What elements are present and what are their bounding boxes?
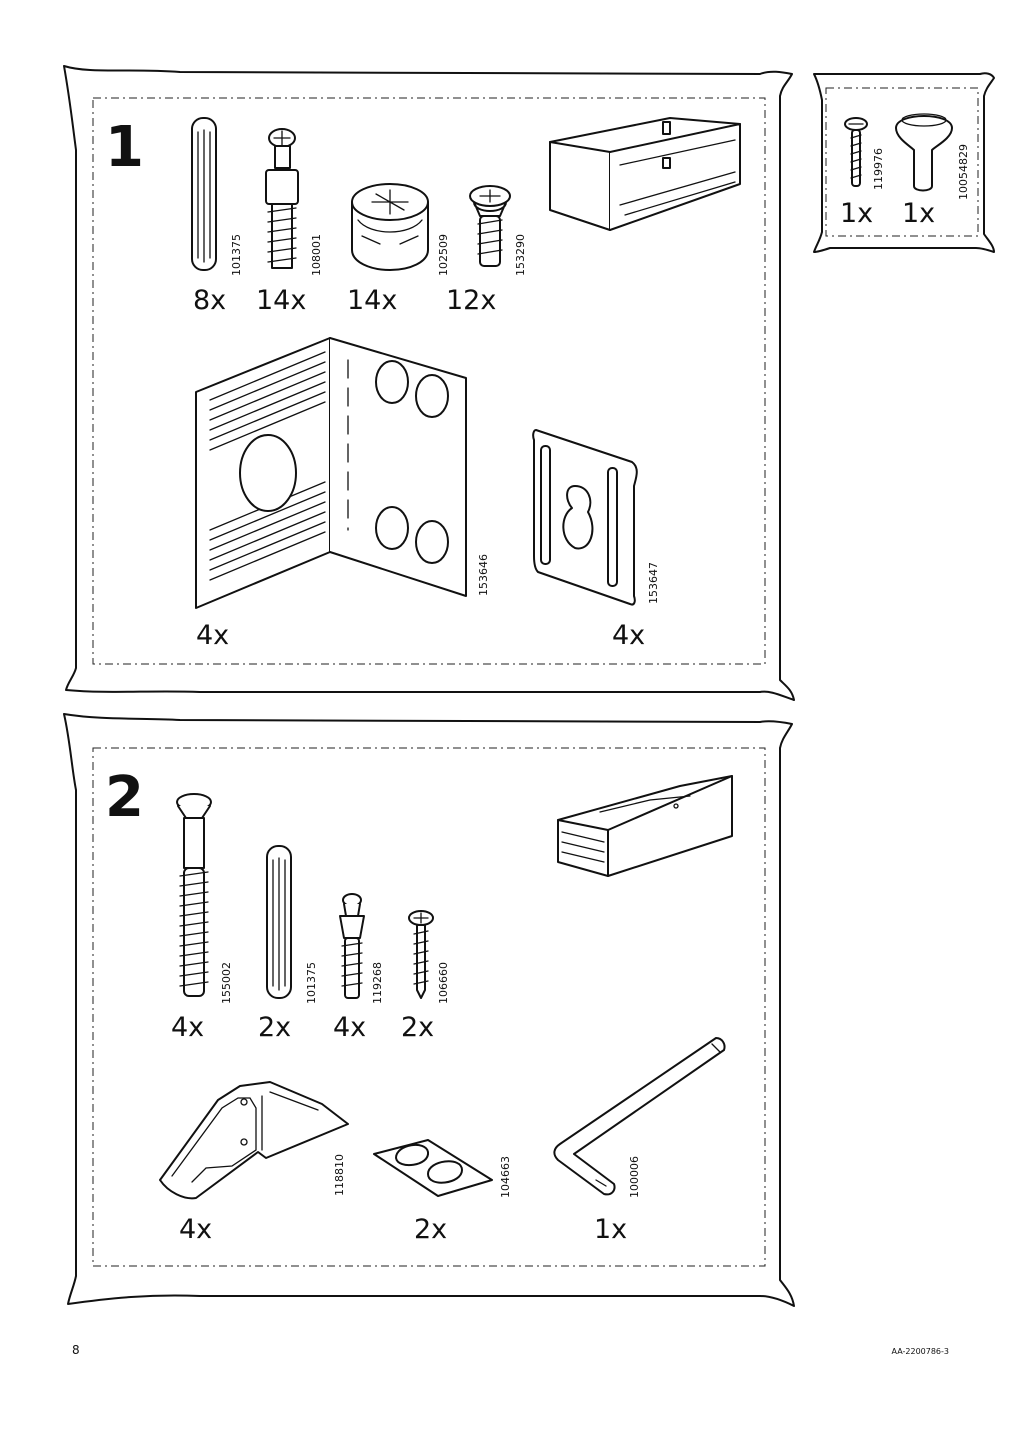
drawer-icon bbox=[557, 775, 733, 877]
wall-hanging-plate-icon bbox=[532, 429, 638, 606]
part-qty-100006: 1x bbox=[594, 1214, 627, 1245]
small-screw-icon bbox=[408, 910, 434, 999]
part-qty-153647: 4x bbox=[612, 620, 645, 651]
part-qty-101375-b: 2x bbox=[258, 1012, 291, 1043]
part-qty-104663: 2x bbox=[414, 1214, 447, 1245]
parts-bag-small: 119976 1x 10054829 1x bbox=[813, 72, 995, 253]
document-id: AA-2200786-3 bbox=[892, 1347, 949, 1356]
drawer-stop-bracket-icon bbox=[159, 1081, 349, 1200]
bag-1-inner-border bbox=[92, 97, 766, 665]
page-number: 8 bbox=[72, 1343, 80, 1357]
screw-icon bbox=[469, 185, 511, 267]
parts-bag-1: 1 101375 8x 108001 14x 102509 bbox=[63, 65, 795, 701]
part-qty-119976: 1x bbox=[840, 198, 873, 229]
part-code-155002: 155002 bbox=[220, 962, 233, 1004]
knob-icon bbox=[895, 113, 953, 192]
cabinet-frame-icon bbox=[549, 117, 741, 231]
part-qty-153290: 12x bbox=[446, 285, 496, 316]
allen-key-icon bbox=[553, 1037, 726, 1196]
part-qty-101375: 8x bbox=[193, 285, 226, 316]
knob-screw-icon bbox=[844, 117, 868, 187]
part-code-108001: 108001 bbox=[310, 234, 323, 276]
part-code-106660: 106660 bbox=[437, 962, 450, 1004]
part-qty-10054829: 1x bbox=[902, 198, 935, 229]
small-bag-outline bbox=[813, 72, 995, 253]
step-number-2: 2 bbox=[105, 765, 144, 830]
part-code-101375: 101375 bbox=[230, 234, 243, 276]
part-qty-119268: 4x bbox=[333, 1012, 366, 1043]
bumper-pads-icon bbox=[373, 1139, 493, 1197]
bag-2-inner-border bbox=[92, 747, 766, 1267]
shelf-pin-bolt-icon bbox=[339, 893, 365, 999]
part-code-101375-b: 101375 bbox=[305, 962, 318, 1004]
part-qty-102509: 14x bbox=[347, 285, 397, 316]
part-qty-108001: 14x bbox=[256, 285, 306, 316]
part-qty-155002: 4x bbox=[171, 1012, 204, 1043]
wooden-dowel-icon bbox=[266, 845, 292, 999]
part-code-118810: 118810 bbox=[333, 1154, 346, 1196]
part-code-102509: 102509 bbox=[437, 234, 450, 276]
bag-2-outline bbox=[63, 713, 795, 1307]
cam-lock-nut-icon bbox=[351, 183, 429, 271]
part-code-104663: 104663 bbox=[499, 1156, 512, 1198]
part-code-10054829: 10054829 bbox=[957, 144, 970, 200]
part-qty-118810: 4x bbox=[179, 1214, 212, 1245]
corner-bracket-icon bbox=[195, 337, 467, 609]
part-qty-153646: 4x bbox=[196, 620, 229, 651]
part-code-153290: 153290 bbox=[514, 234, 527, 276]
step-number-1: 1 bbox=[105, 115, 144, 180]
parts-bag-2: 2 155002 4x 101375 2x 119268 4 bbox=[63, 713, 795, 1307]
long-screw-icon bbox=[176, 793, 212, 997]
part-qty-106660: 2x bbox=[401, 1012, 434, 1043]
part-code-119976: 119976 bbox=[872, 148, 885, 190]
bag-1-outline bbox=[63, 65, 795, 701]
small-bag-inner-border bbox=[825, 87, 979, 237]
part-code-119268: 119268 bbox=[371, 962, 384, 1004]
wooden-dowel-icon bbox=[191, 117, 217, 271]
part-code-100006: 100006 bbox=[628, 1156, 641, 1198]
cam-bolt-icon bbox=[265, 128, 299, 269]
part-code-153647: 153647 bbox=[647, 562, 660, 604]
part-code-153646: 153646 bbox=[477, 554, 490, 596]
